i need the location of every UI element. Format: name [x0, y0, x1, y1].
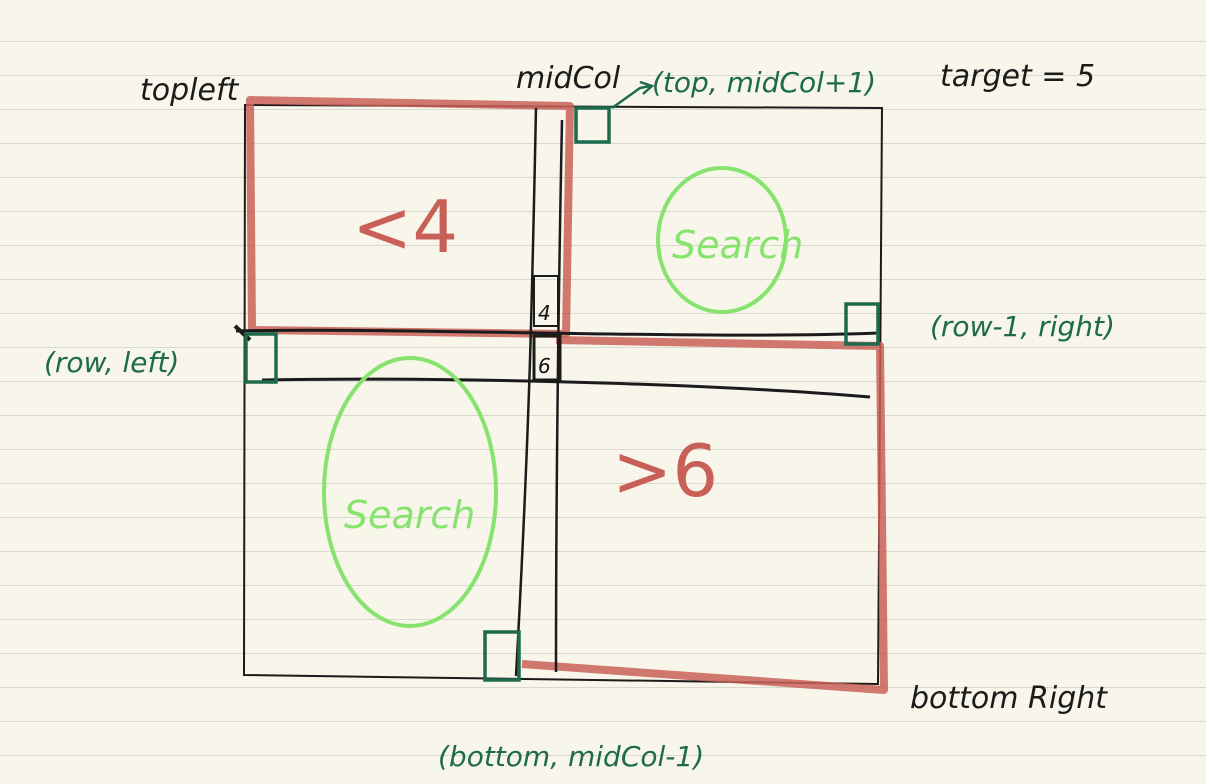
label-top-left: topleft [140, 73, 240, 108]
marker-row-minus-one-right [844, 302, 880, 346]
red-region-bottom-right [521, 336, 888, 694]
marker-row-left [244, 332, 278, 384]
search-label-bottom-left: Search [344, 493, 475, 537]
label-top-mid-col-plus-one: (top, midCol+1) [652, 66, 876, 99]
mid-col-line-right [554, 119, 564, 673]
label-row-left: (row, left) [44, 346, 179, 379]
marker-top-mid-col-plus-one [574, 106, 611, 144]
label-target: target = 5 [940, 59, 1095, 94]
marker-bottom-mid-col-minus-one [483, 630, 521, 682]
search-circle-bottom-left [322, 356, 498, 628]
label-bottom-mid-col-minus-one: (bottom, midCol-1) [438, 740, 704, 773]
label-mid-col: midCol [516, 61, 621, 96]
label-row-minus-one-right: (row-1, right) [930, 310, 1115, 343]
cell-upper [533, 275, 559, 327]
cell-lower-value: 6 [538, 354, 551, 378]
region-label-less-than-four: <4 [352, 185, 458, 269]
cell-lower [532, 334, 562, 382]
search-circle-top-right [656, 166, 788, 314]
row-line-top [235, 328, 879, 337]
arrow-to-top-mid-col-plus-one [611, 80, 655, 110]
region-label-greater-than-six: >6 [612, 429, 718, 513]
search-label-top-right: Search [672, 223, 803, 267]
mid-col-line-left [514, 107, 538, 677]
matrix-outline [242, 103, 884, 686]
cell-upper-value: 4 [538, 301, 551, 325]
label-bottom-right: bottom Right [910, 681, 1108, 716]
